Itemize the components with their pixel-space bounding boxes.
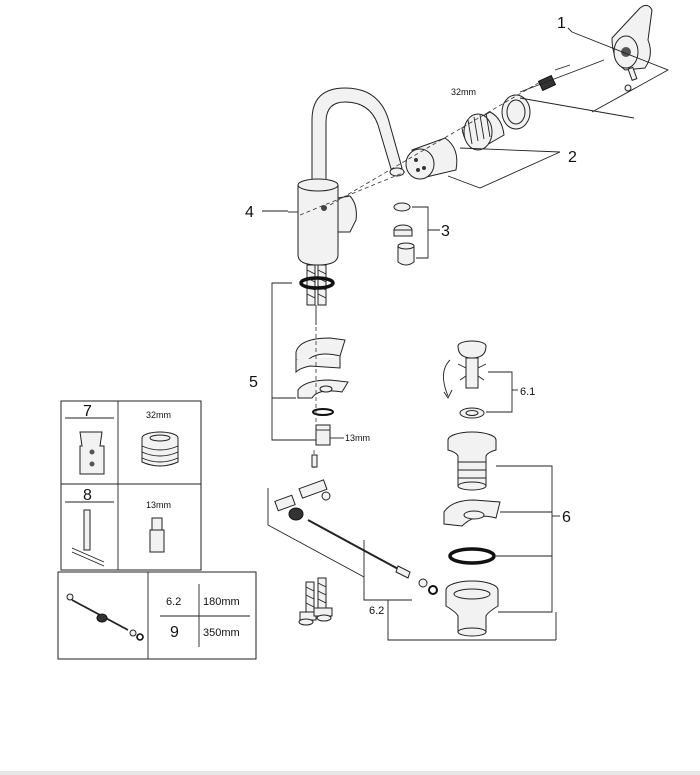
faucet-body [288, 87, 405, 325]
inset-label-8: 8 [83, 487, 92, 504]
table-row1-length: 180mm [203, 596, 240, 608]
inset-7-dimension: 32mm [146, 410, 171, 420]
page-bottom-edge [0, 771, 700, 775]
table-row2-length: 350mm [203, 627, 240, 639]
table-row2-code: 9 [170, 624, 179, 641]
inset-8-dimension: 13mm [146, 500, 171, 510]
callout-4: 4 [245, 204, 254, 221]
callout-2: 2 [568, 149, 577, 166]
callout-6-2: 6.2 [369, 605, 384, 617]
spare-parts-inset [60, 400, 202, 571]
extension-dimension-label: 13mm [345, 433, 370, 443]
callout-6: 6 [562, 509, 571, 526]
handle-assembly [299, 4, 653, 216]
mounting-kit [271, 282, 349, 446]
callout-lines-1-2 [447, 27, 670, 189]
inset-label-7: 7 [83, 403, 92, 420]
popup-rod-assembly [267, 450, 556, 641]
cartridge-dimension-label: 32mm [451, 87, 476, 97]
drain-assembly [443, 340, 560, 640]
callout-5: 5 [249, 374, 258, 391]
callout-3: 3 [441, 223, 450, 240]
rod-length-table [57, 571, 257, 660]
callout-6-1: 6.1 [520, 386, 535, 398]
table-row1-code: 6.2 [166, 596, 181, 608]
aerator-parts [393, 202, 440, 266]
callout-1: 1 [557, 15, 566, 32]
